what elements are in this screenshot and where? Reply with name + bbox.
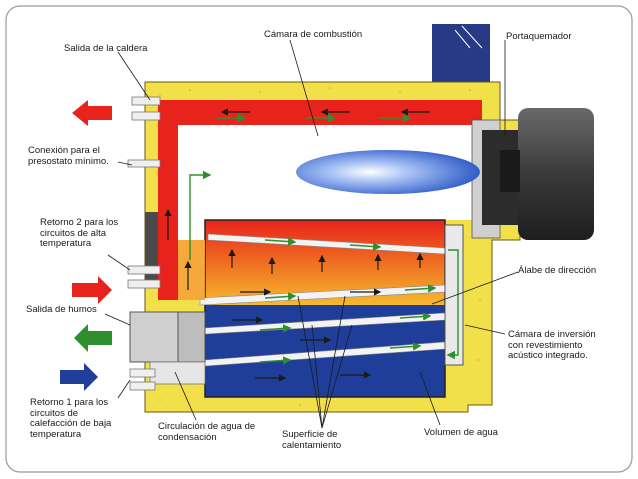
burner — [518, 108, 594, 240]
flue-arrow-green — [74, 324, 112, 352]
label-camara-combustion: Cámara de combustión — [264, 29, 363, 40]
label-salida-caldera: Salida de la caldera — [64, 43, 148, 54]
label-conexion-presostato: Conexión para el presostato mínimo. — [28, 145, 109, 167]
return1-arrow-blue — [60, 363, 98, 391]
label-circulacion-agua: Circulación de agua de condensación — [158, 421, 256, 443]
label-salida-humos: Salida de humos — [26, 304, 97, 315]
heating-surface-tubes — [199, 233, 446, 367]
label-superficie-calentamiento: Superficie de calentamiento — [282, 429, 342, 451]
hot-water-jacket — [158, 100, 482, 300]
return2-arrow-red — [72, 276, 112, 304]
label-volumen-agua: Volumen de agua — [424, 427, 498, 438]
outlet-arrow-red — [72, 100, 112, 126]
label-alabe-direccion: Álabe de dirección — [518, 265, 597, 276]
flame — [296, 150, 480, 194]
chimney — [432, 24, 490, 86]
label-retorno-2: Retorno 2 para los circuitos de alta tem… — [40, 217, 119, 249]
label-portaquemador: Portaquemador — [506, 31, 572, 42]
label-retorno-1: Retorno 1 para los circuitos de calefacc… — [30, 397, 112, 440]
inversion-chamber — [444, 224, 464, 366]
label-camara-inversion: Cámara de inversión con revestimiento ac… — [508, 329, 596, 361]
flue-outlet-box — [129, 311, 179, 363]
